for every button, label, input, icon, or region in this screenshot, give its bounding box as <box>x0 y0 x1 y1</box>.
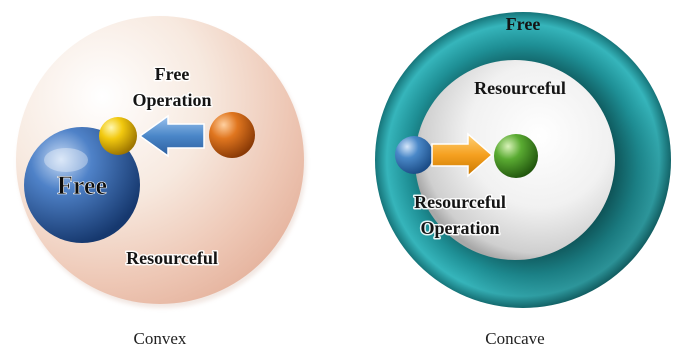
concave-operation-label-line1: Resourceful <box>414 192 506 212</box>
convex-operation-label-line2: Operation <box>133 90 212 110</box>
green-ball <box>494 134 538 178</box>
convex-panel: Free Operation Free Resourceful Convex <box>16 16 306 348</box>
concave-inner-label: Resourceful <box>474 78 566 98</box>
convex-inner-label: Free <box>57 171 107 200</box>
orange-ball <box>209 112 255 158</box>
concave-caption: Concave <box>485 329 544 348</box>
free-ball-highlight <box>44 148 88 172</box>
convex-operation-label-line1: Free <box>155 64 190 84</box>
gold-ball <box>99 117 137 155</box>
convex-caption: Convex <box>134 329 187 348</box>
free-ball <box>24 127 140 243</box>
concave-arrow-right <box>431 132 494 178</box>
convex-outer-label: Resourceful <box>126 248 218 268</box>
concave-outer-label: Free <box>506 14 541 34</box>
concave-panel: Free Resourceful Resourceful Operation C… <box>375 12 671 348</box>
small-blue-ball <box>395 136 433 174</box>
concave-operation-label-line2: Operation <box>421 218 500 238</box>
convex-arrow-left <box>138 114 205 158</box>
